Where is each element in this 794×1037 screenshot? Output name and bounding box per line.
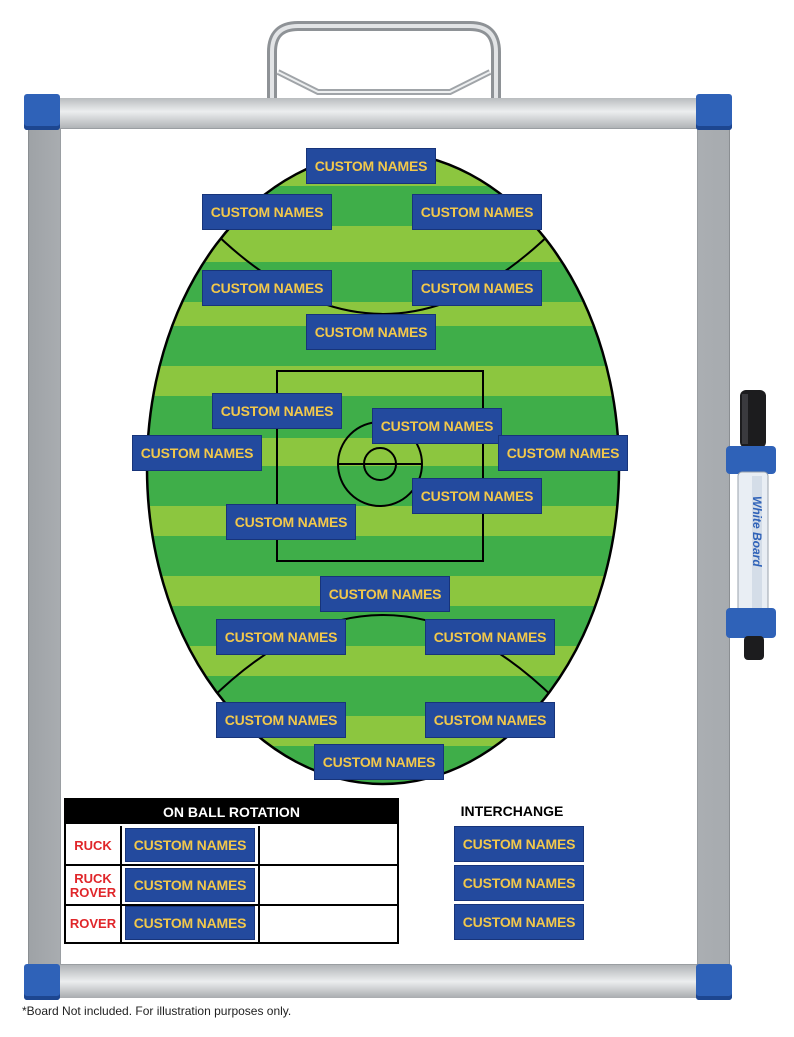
player-tag[interactable]: CUSTOM NAMES — [425, 619, 555, 655]
player-tag[interactable]: CUSTOM NAMES — [372, 408, 502, 444]
player-tag[interactable]: CUSTOM NAMES — [125, 868, 255, 902]
corner-cap-bottom-left — [24, 964, 60, 1000]
on-ball-rotation-title: ON BALL ROTATION — [66, 800, 397, 824]
player-tag[interactable]: CUSTOM NAMES — [202, 194, 332, 230]
rotation-label: ROVER — [66, 904, 122, 944]
footnote: *Board Not included. For illustration pu… — [22, 1004, 292, 1018]
row-divider — [66, 904, 397, 906]
player-tag[interactable]: CUSTOM NAMES — [226, 504, 356, 540]
player-tag[interactable]: CUSTOM NAMES — [212, 393, 342, 429]
rotation-row-ruck: RUCK CUSTOM NAMES — [66, 826, 397, 866]
player-tag[interactable]: CUSTOM NAMES — [425, 702, 555, 738]
board-frame-bottom — [28, 965, 730, 998]
row-divider — [66, 864, 397, 866]
rotation-name-cell: CUSTOM NAMES — [122, 866, 260, 906]
corner-cap-bottom-right — [696, 964, 732, 1000]
player-tag[interactable]: CUSTOM NAMES — [320, 576, 450, 612]
rotation-name-cell: CUSTOM NAMES — [122, 904, 260, 944]
player-tag[interactable]: CUSTOM NAMES — [125, 906, 255, 940]
corner-cap-top-right — [696, 94, 732, 130]
player-tag[interactable]: CUSTOM NAMES — [216, 702, 346, 738]
player-tag[interactable]: CUSTOM NAMES — [412, 478, 542, 514]
player-tag[interactable]: CUSTOM NAMES — [132, 435, 262, 471]
board-frame-top — [28, 98, 730, 128]
whiteboard-marker[interactable]: White Board — [720, 386, 780, 666]
player-tag[interactable]: CUSTOM NAMES — [202, 270, 332, 306]
interchange-tag[interactable]: CUSTOM NAMES — [454, 904, 584, 940]
player-tag[interactable]: CUSTOM NAMES — [498, 435, 628, 471]
player-tag[interactable]: CUSTOM NAMES — [412, 270, 542, 306]
player-tag[interactable]: CUSTOM NAMES — [306, 314, 436, 350]
rotation-name-cell: CUSTOM NAMES — [122, 826, 260, 866]
rotation-row-rover: ROVER CUSTOM NAMES — [66, 904, 397, 944]
player-tag[interactable]: CUSTOM NAMES — [412, 194, 542, 230]
rotation-label: RUCK ROVER — [66, 866, 122, 906]
board-handle — [267, 21, 501, 117]
player-tag[interactable]: CUSTOM NAMES — [314, 744, 444, 780]
interchange-tag[interactable]: CUSTOM NAMES — [454, 865, 584, 901]
rotation-label: RUCK — [66, 826, 122, 866]
player-tag[interactable]: CUSTOM NAMES — [125, 828, 255, 862]
interchange-title: INTERCHANGE — [460, 803, 564, 819]
player-tag[interactable]: CUSTOM NAMES — [216, 619, 346, 655]
corner-cap-top-left — [24, 94, 60, 130]
on-ball-rotation-table: ON BALL ROTATION RUCK CUSTOM NAMES RUCK … — [64, 798, 399, 944]
interchange-tag[interactable]: CUSTOM NAMES — [454, 826, 584, 862]
player-tag[interactable]: CUSTOM NAMES — [306, 148, 436, 184]
marker-brand: White Board — [750, 496, 764, 567]
rotation-row-ruck-rover: RUCK ROVER CUSTOM NAMES — [66, 866, 397, 906]
